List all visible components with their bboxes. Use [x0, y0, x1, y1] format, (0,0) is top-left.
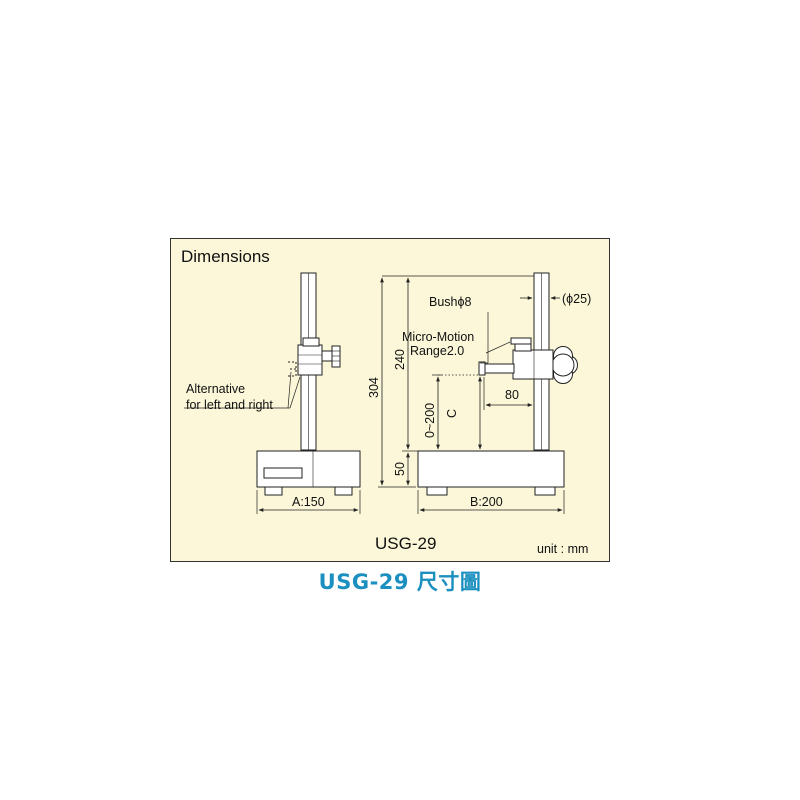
arm	[483, 363, 515, 374]
dim-80-label: 80	[505, 388, 519, 402]
range-label: 0~200	[423, 403, 437, 438]
bush-label: Bushϕ8	[429, 295, 471, 309]
front-base	[417, 450, 565, 488]
c-label: C	[445, 409, 459, 418]
width-b-label: B:200	[470, 495, 503, 509]
side-holder	[297, 344, 323, 376]
model-label: USG-29	[375, 534, 436, 553]
height-304-label: 304	[367, 377, 381, 398]
front-view	[378, 272, 578, 514]
diagram-caption: USG-29 尺寸圖	[318, 570, 482, 594]
micro-motion-label-line1: Micro-Motion	[402, 330, 474, 344]
side-view	[184, 272, 361, 514]
fine-adjust-knob	[510, 337, 532, 345]
front-holder	[512, 349, 554, 380]
height-50-label: 50	[393, 462, 407, 476]
side-knob	[331, 345, 341, 368]
alternative-label-line2: for left and right	[186, 398, 273, 412]
height-240-label: 240	[393, 349, 407, 370]
dimension-diagram: Dimensions Alternative for	[170, 238, 610, 562]
phi25-label: (ϕ25)	[562, 292, 591, 306]
width-a-label: A:150	[292, 495, 325, 509]
unit-label: unit : mm	[537, 542, 588, 556]
dimensions-heading: Dimensions	[181, 247, 270, 266]
side-label-plate	[263, 467, 303, 479]
clamp-knob	[551, 353, 575, 377]
micro-motion-label-line2: Range2.0	[410, 344, 464, 358]
alternative-label-line1: Alternative	[186, 382, 245, 396]
